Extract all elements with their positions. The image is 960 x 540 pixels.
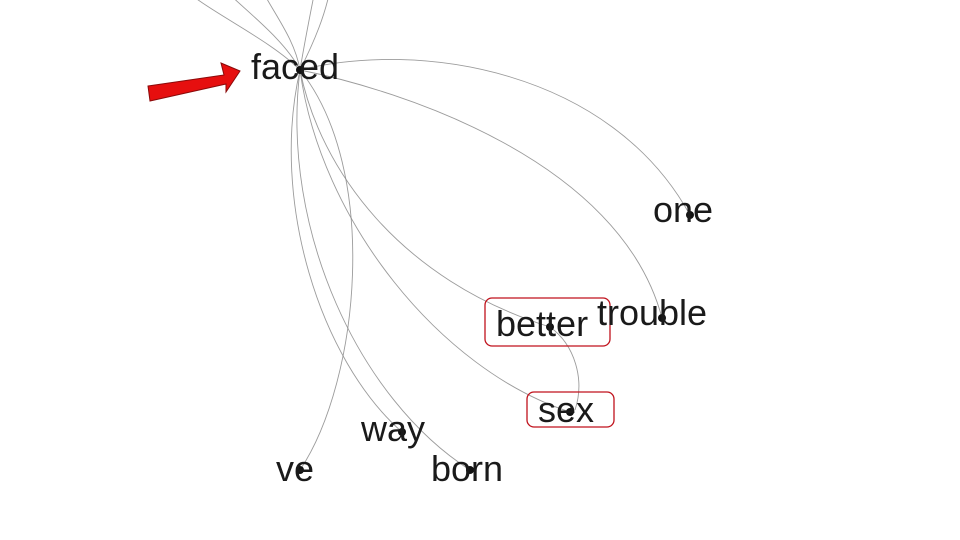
better-highlight-box: [484, 297, 611, 347]
edge-faced-way: [290, 69, 403, 433]
edges: [290, 59, 691, 471]
node-label-born: born: [431, 448, 503, 489]
edge-faced-one: [299, 59, 691, 216]
node-label-trouble: trouble: [597, 292, 707, 333]
node-dot-sex: [566, 408, 574, 416]
node-dot-way: [398, 428, 406, 436]
node-label-ve: ve: [276, 448, 314, 489]
edge-faced-trouble: [299, 69, 663, 319]
node-dots: [296, 66, 694, 474]
offscreen-edges: [197, 0, 329, 71]
node-label-one: one: [653, 189, 713, 230]
node-dot-born: [466, 466, 474, 474]
node-labels: faced one better trouble sex way ve born: [251, 46, 713, 489]
node-dot-better: [546, 323, 554, 331]
node-label-sex: sex: [538, 389, 594, 430]
edge-faced-sex: [299, 69, 571, 413]
node-dot-faced: [296, 66, 304, 74]
node-label-better: better: [496, 303, 588, 344]
edge-faced-ve: [299, 69, 354, 471]
node-dot-trouble: [658, 314, 666, 322]
node-dot-one: [686, 211, 694, 219]
node-label-way: way: [360, 408, 425, 449]
sex-highlight-box: [526, 391, 615, 428]
edge-faced-born: [296, 69, 471, 471]
node-label-faced: faced: [251, 46, 339, 87]
pointer-arrow-icon: [147, 62, 241, 102]
edge-better-sex: [549, 326, 580, 411]
node-dot-ve: [296, 466, 304, 474]
edge-faced-better: [299, 69, 551, 328]
